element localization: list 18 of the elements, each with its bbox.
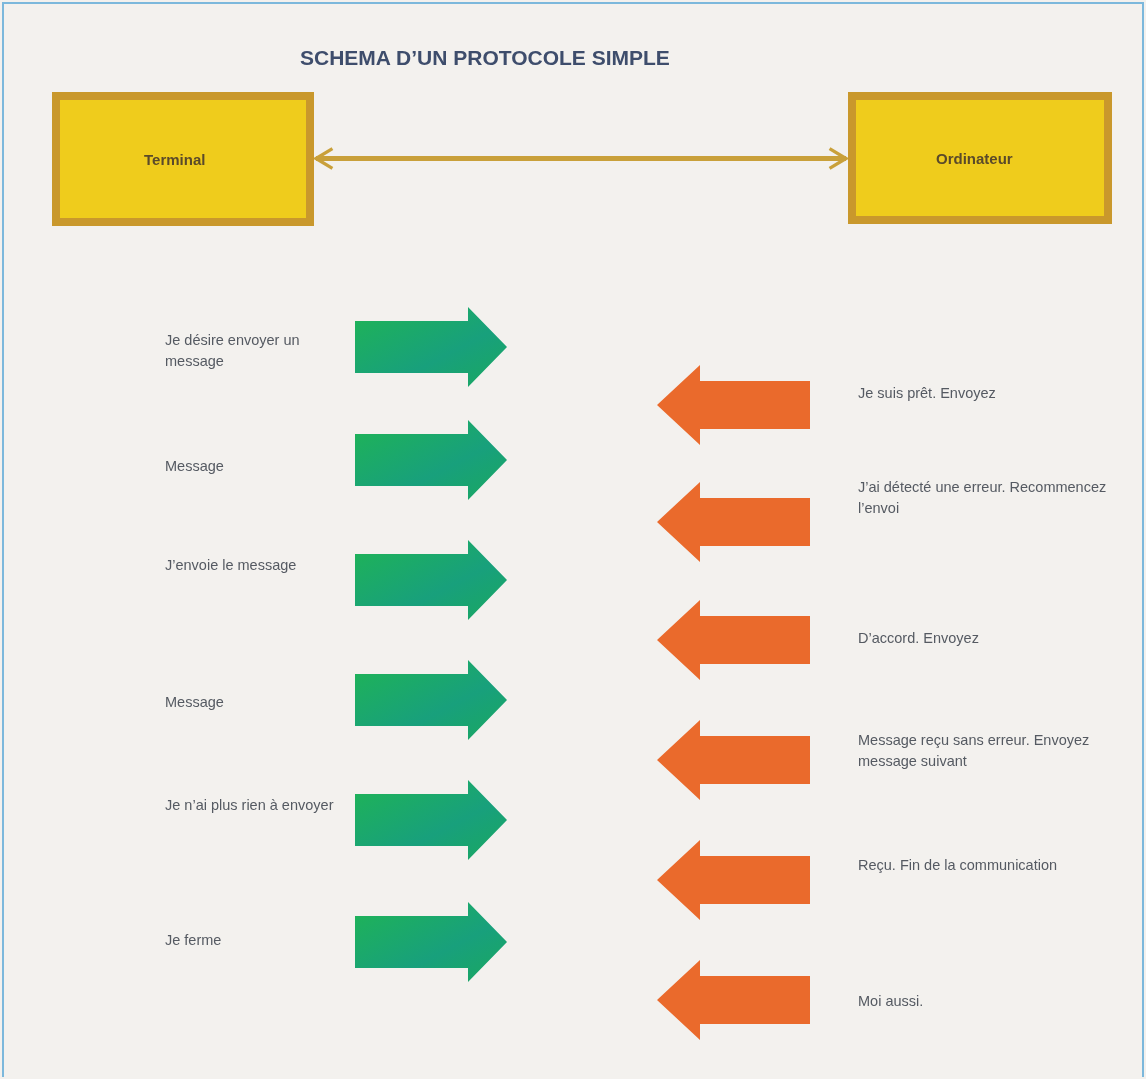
double-arrow — [314, 147, 848, 170]
message-text: J’ai détecté une erreur. Recommencez l’envoi — [858, 478, 1108, 518]
message-text: Moi aussi. — [858, 992, 925, 1011]
device-box — [52, 92, 314, 226]
message-text: Je désire envoyer un message — [165, 331, 301, 371]
message-text: Je n’ai plus rien à envoyer — [165, 796, 335, 815]
message-text: J’envoie le message — [165, 556, 298, 575]
diagram-title: SCHEMA D’UN PROTOCOLE SIMPLE — [300, 46, 670, 70]
message-text: Message — [165, 693, 225, 712]
node-label: Ordinateur — [936, 149, 1013, 167]
message-text: Je ferme — [165, 931, 223, 950]
message-text: Reçu. Fin de la communication — [858, 856, 1059, 875]
message-text: Message — [165, 457, 225, 476]
device-box — [848, 92, 1112, 224]
message-text: Je suis prêt. Envoyez — [858, 384, 997, 403]
message-text: D’accord. Envoyez — [858, 629, 980, 648]
message-text: Message reçu sans erreur. Envoyez message suivant — [858, 731, 1091, 771]
node-label: Terminal — [144, 150, 206, 168]
